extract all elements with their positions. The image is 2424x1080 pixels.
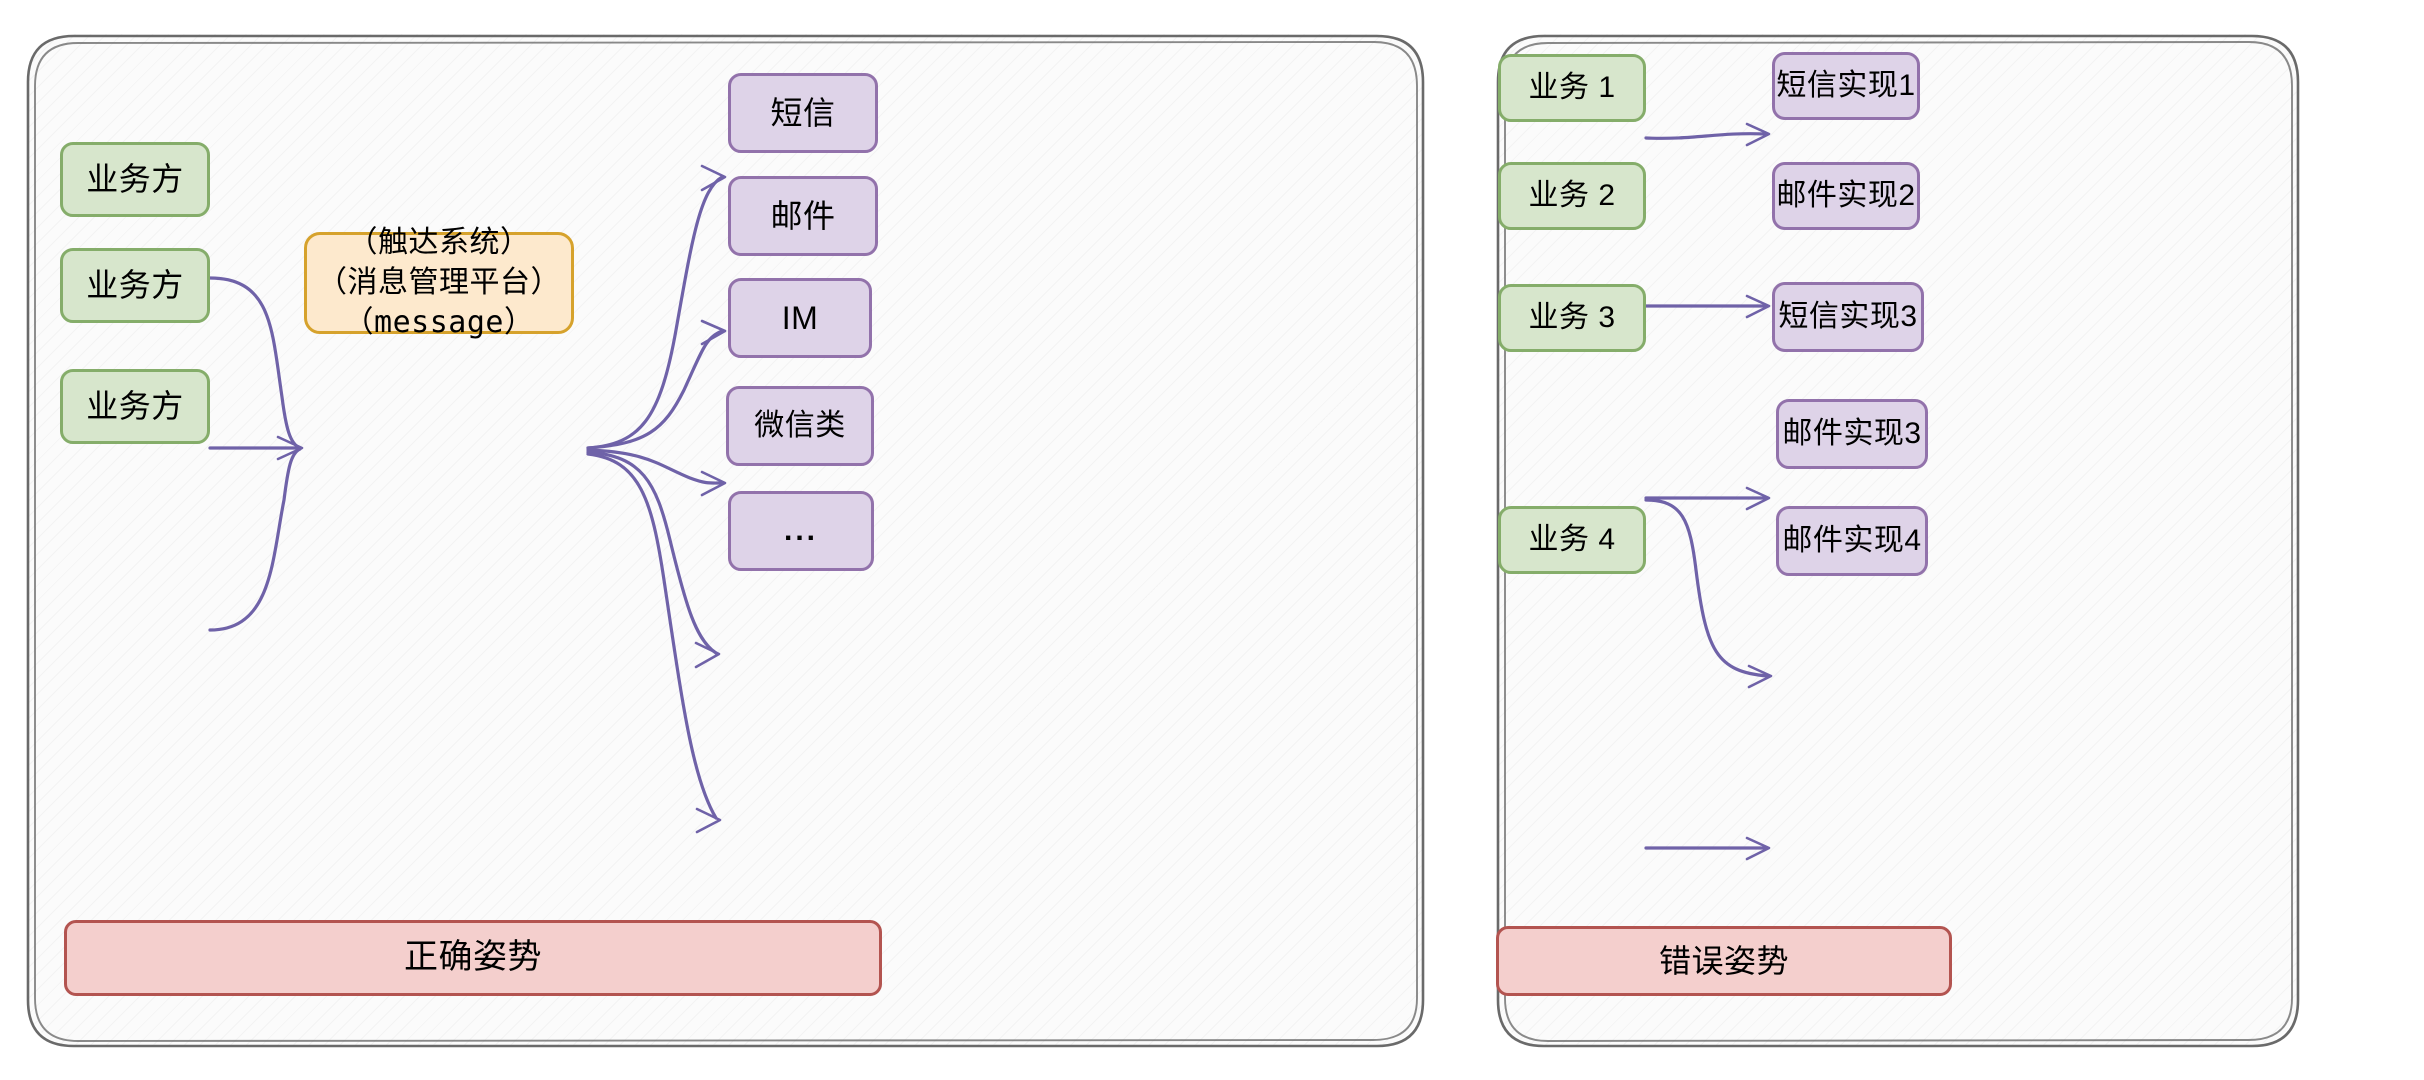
impl-box-email3[interactable]: 邮件实现3	[1776, 399, 1928, 469]
biz-box-2[interactable]: 业务 2	[1498, 162, 1646, 230]
panel-correct	[28, 34, 1423, 1046]
source-box-3[interactable]: 业务方	[60, 369, 210, 444]
channel-box-wechat[interactable]: 微信类	[726, 386, 874, 466]
hub-box-message-platform[interactable]: （触达系统） （消息管理平台） （message）	[304, 225, 574, 340]
source-box-2[interactable]: 业务方	[60, 248, 210, 323]
channel-box-im[interactable]: IM	[728, 278, 872, 358]
channel-box-sms[interactable]: 短信	[728, 73, 878, 153]
biz-box-4[interactable]: 业务 4	[1498, 506, 1646, 574]
biz-box-1[interactable]: 业务 1	[1498, 54, 1646, 122]
caption-correct: 正确姿势	[64, 920, 882, 996]
caption-wrong: 错误姿势	[1496, 926, 1952, 996]
channel-box-email[interactable]: 邮件	[728, 176, 878, 256]
channel-box-more[interactable]: ...	[728, 491, 874, 571]
source-box-1[interactable]: 业务方	[60, 142, 210, 217]
impl-box-sms3[interactable]: 短信实现3	[1772, 282, 1924, 352]
impl-box-email4[interactable]: 邮件实现4	[1776, 506, 1928, 576]
biz-box-3[interactable]: 业务 3	[1498, 284, 1646, 352]
impl-box-sms1[interactable]: 短信实现1	[1772, 52, 1920, 120]
impl-box-email2[interactable]: 邮件实现2	[1772, 162, 1920, 230]
